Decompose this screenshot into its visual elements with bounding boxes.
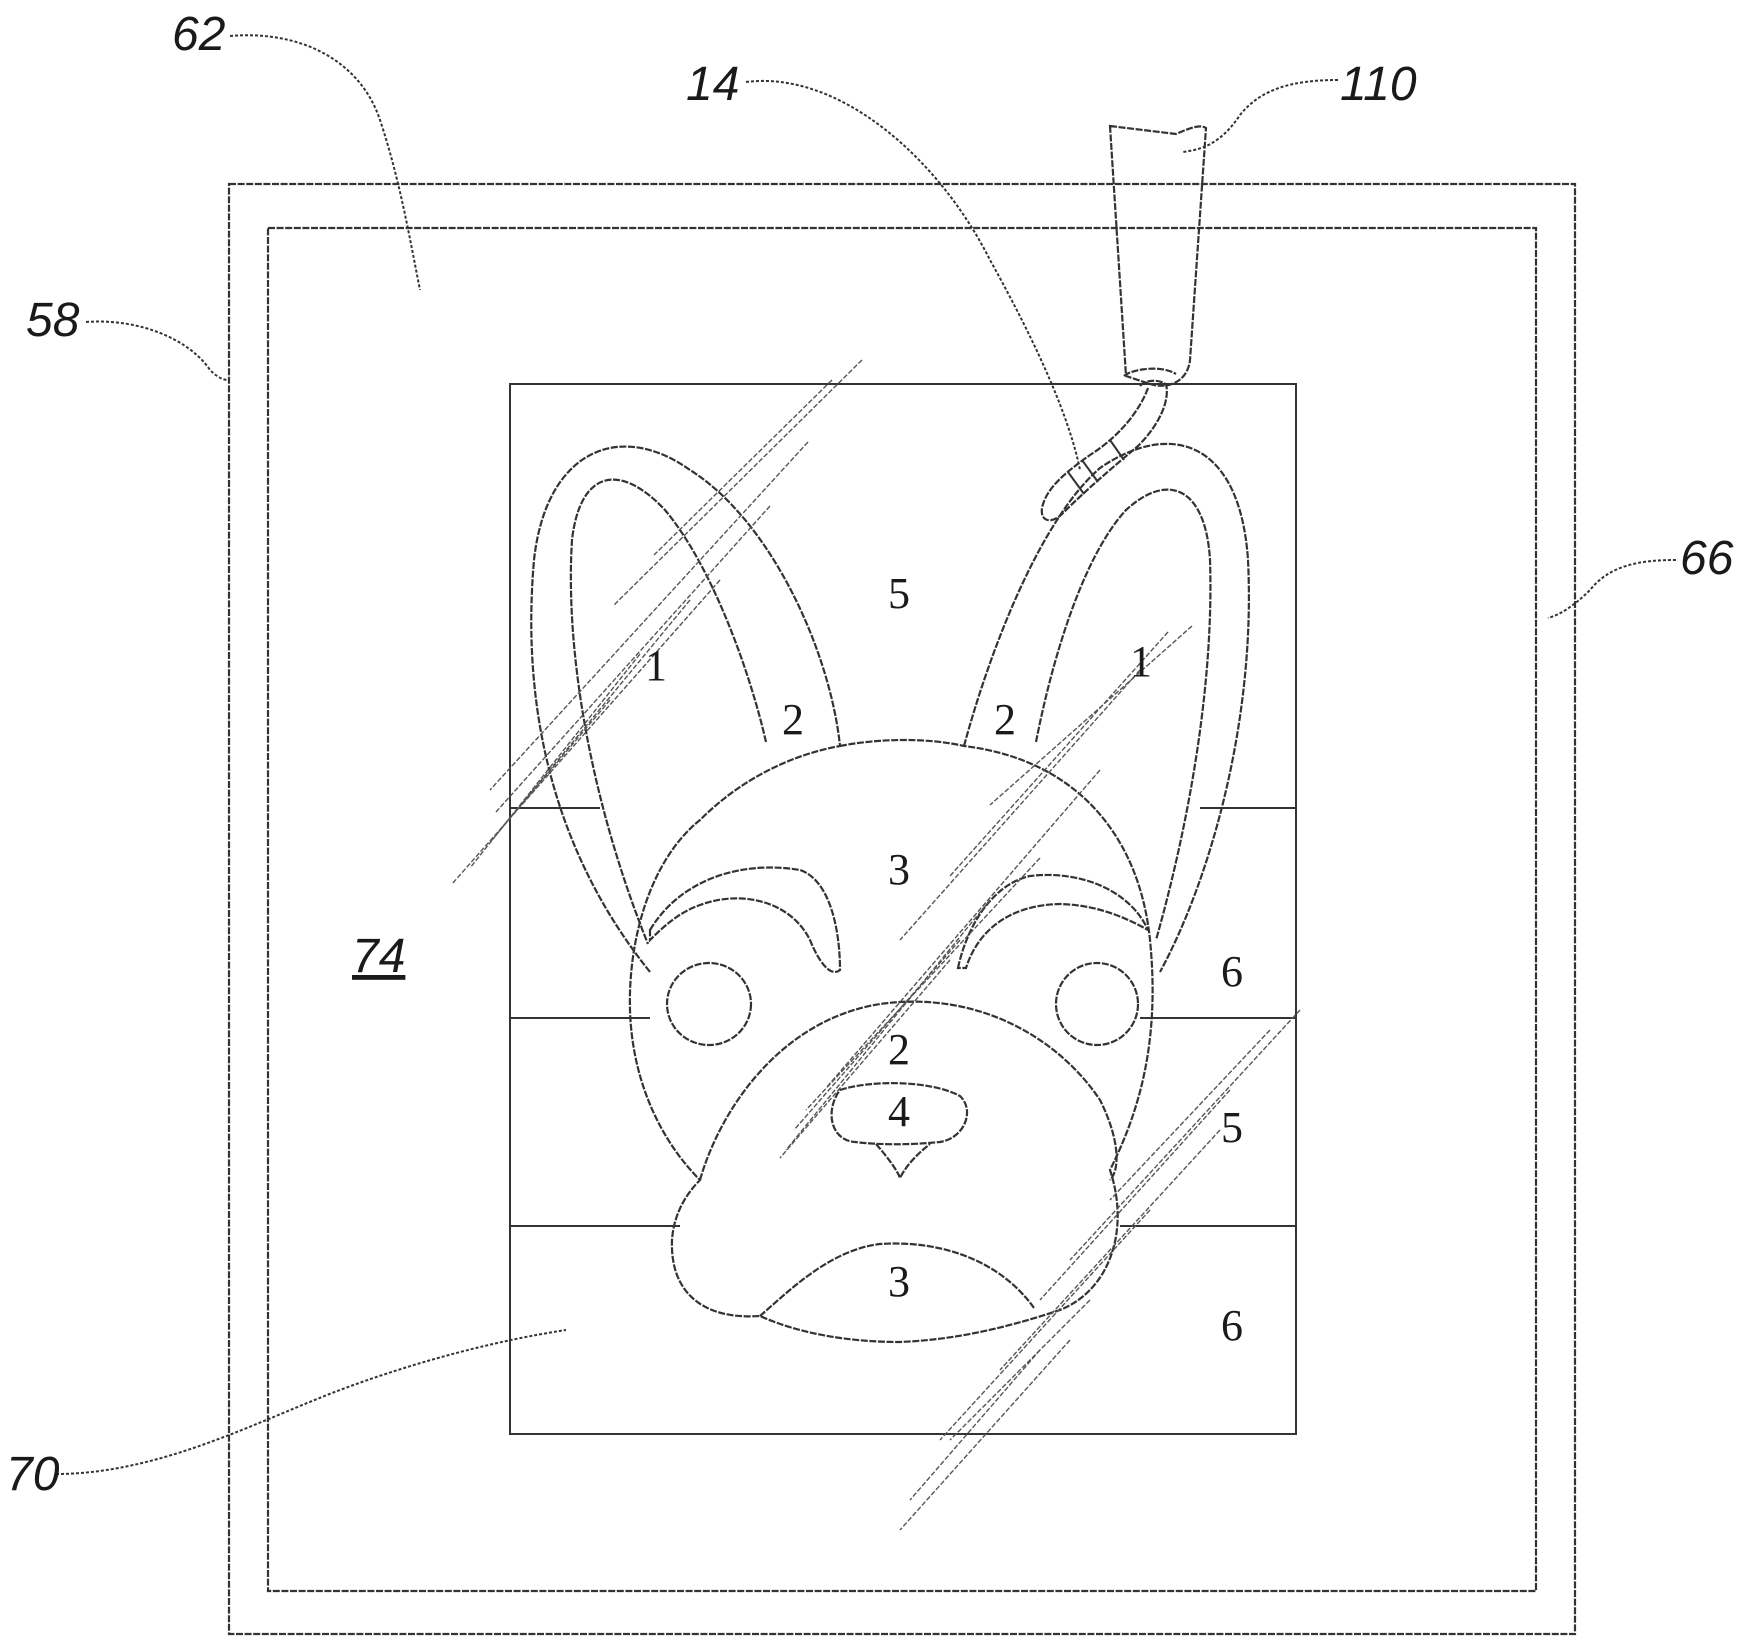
leader-70	[56, 1330, 566, 1474]
outer-frame	[229, 184, 1575, 1634]
region-ear-right-inner: 1	[1130, 637, 1152, 686]
region-ear-left-inner: 1	[645, 641, 667, 690]
hatching-lower-right	[900, 1010, 1300, 1530]
ref-110: 110	[1340, 58, 1417, 111]
hatching-center	[780, 626, 1192, 1158]
leader-62	[230, 35, 420, 290]
ref-58: 58	[26, 294, 80, 347]
region-ear-right-rim: 2	[994, 695, 1016, 744]
region-ear-left-rim: 2	[782, 695, 804, 744]
region-bg-right-lower: 5	[1221, 1103, 1243, 1152]
region-muzzle-top: 2	[888, 1025, 910, 1074]
inner-frame	[268, 228, 1536, 1591]
leader-110	[1182, 80, 1338, 152]
ref-74: 74	[352, 930, 405, 983]
region-nose: 4	[888, 1087, 910, 1136]
region-mouth: 3	[888, 1257, 910, 1306]
leader-58	[86, 322, 229, 380]
region-background-top: 5	[888, 569, 910, 618]
region-head: 3	[888, 845, 910, 894]
ref-14: 14	[686, 58, 739, 111]
ref-62: 62	[172, 8, 225, 61]
ref-70: 70	[6, 1448, 60, 1501]
hatching-upper-left	[452, 360, 862, 884]
region-bg-right-middle: 6	[1221, 947, 1243, 996]
leader-66	[1548, 560, 1676, 618]
ref-66: 66	[1680, 532, 1734, 585]
left-eye	[667, 963, 751, 1045]
region-bg-right-bottom: 6	[1221, 1301, 1243, 1350]
right-eye	[1056, 963, 1138, 1045]
brush-tool	[1110, 126, 1206, 386]
leader-14	[746, 81, 1080, 470]
